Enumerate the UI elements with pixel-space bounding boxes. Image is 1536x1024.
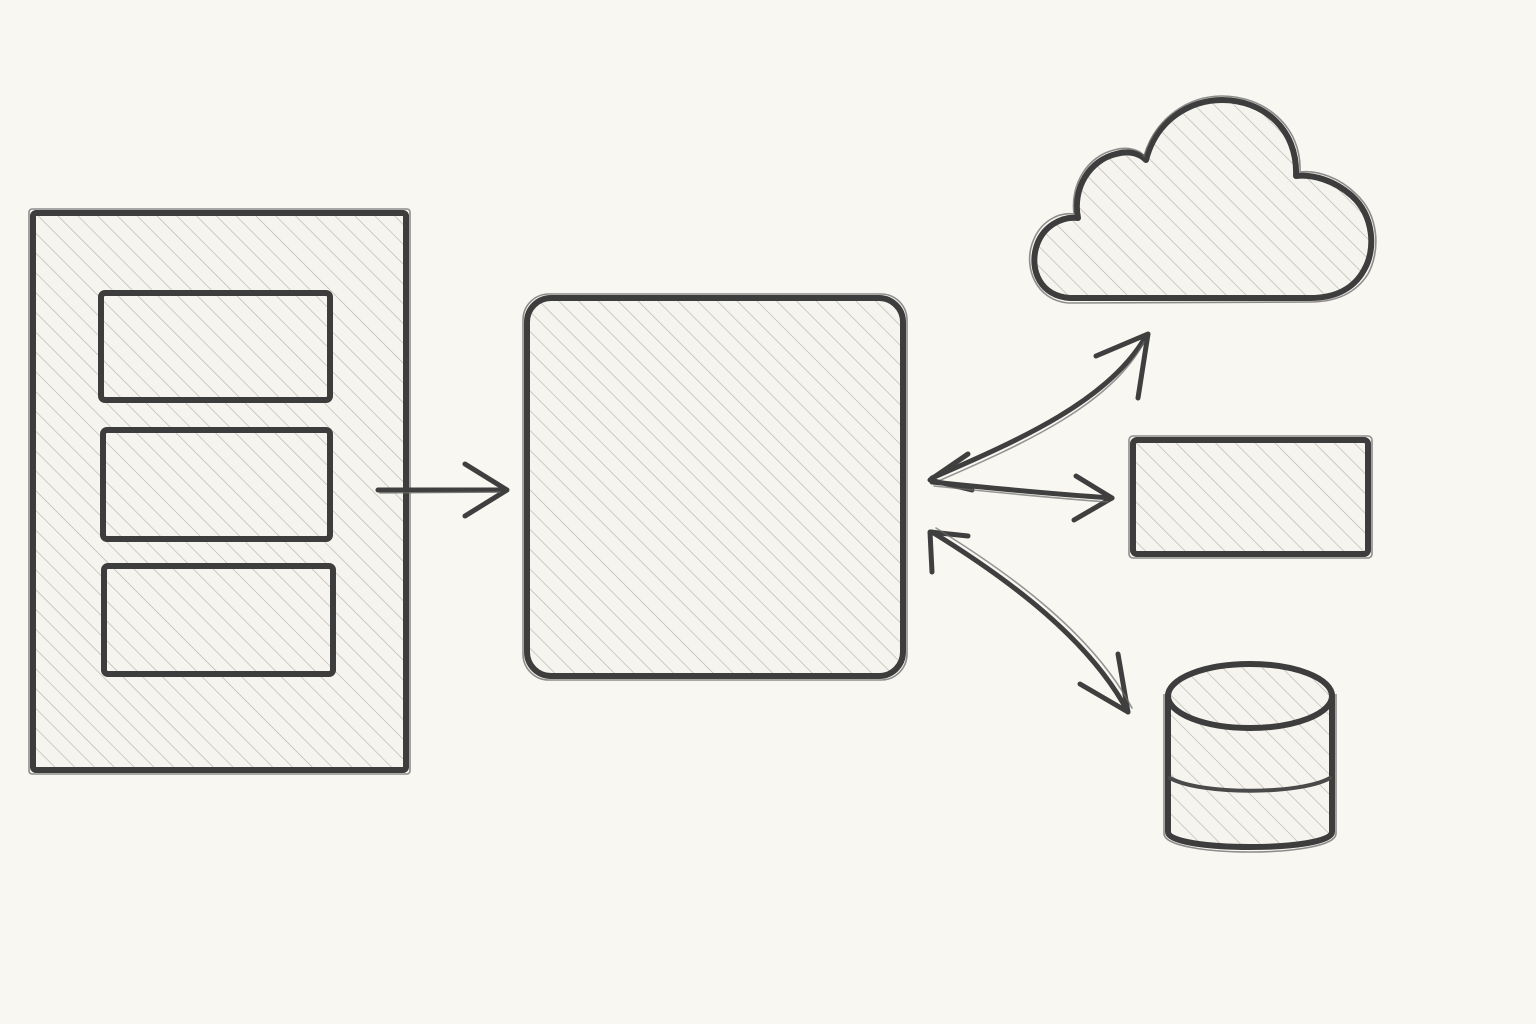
arrow-central-database (927, 527, 1133, 715)
arrow-central-smallbox-head-box (1071, 473, 1115, 523)
arrow-central-cloud (927, 331, 1151, 493)
list-panel-block-2 (100, 427, 333, 542)
small-box (1130, 437, 1371, 557)
database-top (1165, 661, 1335, 731)
list-panel-node (28, 208, 411, 775)
arrow-central-cloud-echo (935, 341, 1145, 483)
central-box (524, 295, 906, 679)
list-panel-block-3 (101, 563, 336, 677)
database-middle-band (1168, 776, 1332, 793)
arrow-central-database-echo (935, 527, 1133, 709)
arrow-panel-to-central-head (462, 461, 510, 519)
database-icon (1163, 661, 1337, 853)
small-box-node (1128, 435, 1373, 559)
arrow-central-smallbox-echo (933, 485, 1109, 503)
arrow-central-cloud-head-cloud (1093, 331, 1151, 401)
database-echo (1163, 694, 1337, 853)
arrow-central-smallbox-line (929, 479, 1115, 501)
list-panel-block-1 (98, 290, 333, 403)
small-box-echo (1128, 435, 1373, 559)
cloud-icon (1028, 95, 1377, 304)
central-box-echo (522, 293, 908, 681)
central-box-node (522, 293, 908, 681)
arrow-central-database-line (929, 529, 1131, 715)
arrow-central-smallbox (929, 473, 1115, 523)
arrow-central-database-head-db (1077, 651, 1131, 715)
arrow-panel-to-central (375, 461, 510, 519)
cloud-outline-echo (1028, 95, 1377, 304)
arrow-central-database-head-central (927, 529, 971, 575)
arrow-central-cloud-line (929, 333, 1149, 481)
cloud-outline (1031, 97, 1375, 301)
arrow-panel-to-central-echo (379, 491, 501, 494)
